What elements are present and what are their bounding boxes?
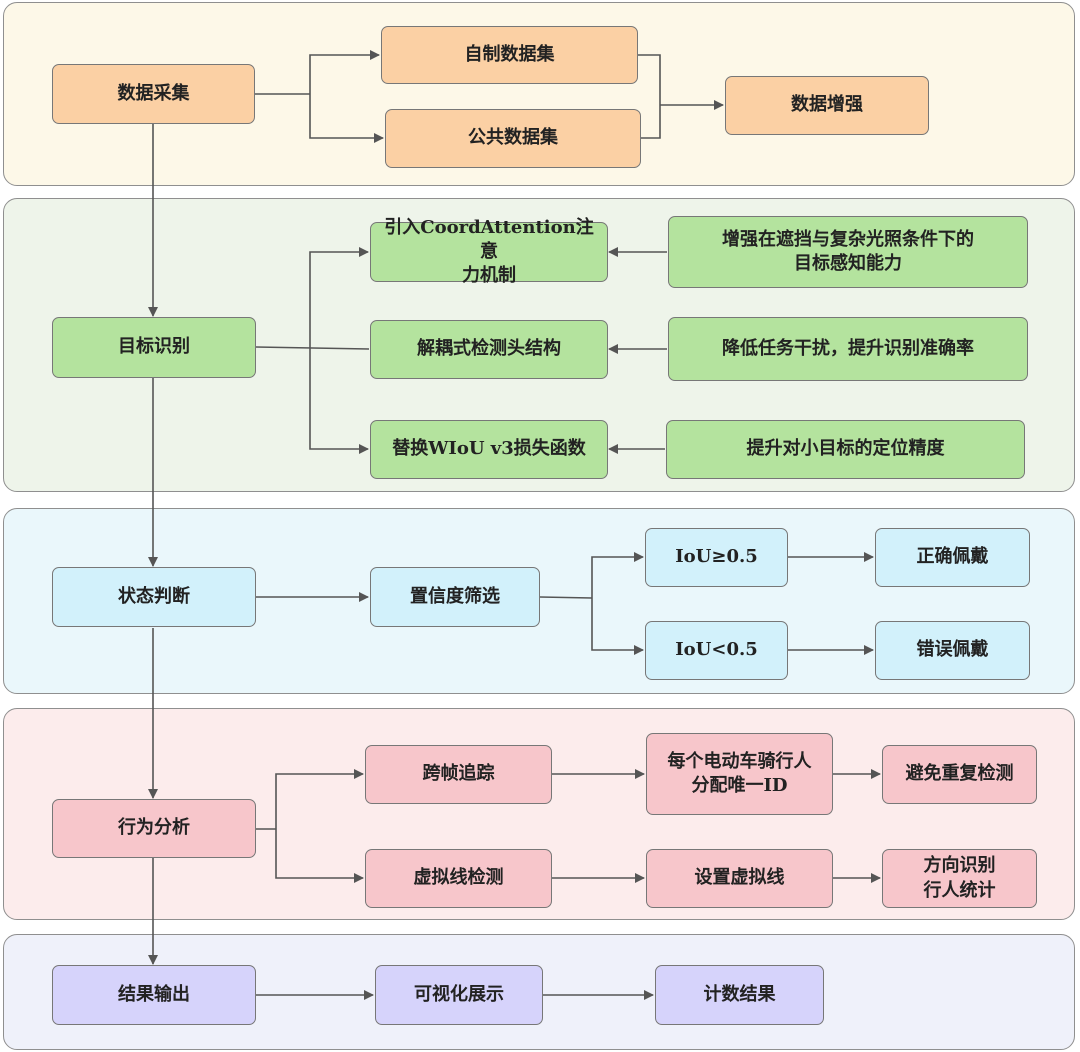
node-wrong-wearing: 错误佩戴 <box>875 621 1030 680</box>
link-to-coord <box>309 247 369 347</box>
node-result-output: 结果输出 <box>52 965 256 1025</box>
node-visualization: 可视化展示 <box>375 965 543 1025</box>
link-to-self-dataset <box>309 50 380 94</box>
node-confidence-filter: 置信度筛选 <box>370 567 540 627</box>
node-correct-wearing: 正确佩戴 <box>875 528 1030 587</box>
node-virtual-line-detection: 虚拟线检测 <box>365 849 552 908</box>
node-object-detection: 目标识别 <box>52 317 256 378</box>
node-set-virtual-line: 设置虚拟线 <box>646 849 833 908</box>
node-unique-id: 每个电动车骑行人 分配唯一ID <box>646 733 833 815</box>
node-decoupled-head: 解耦式检测头结构 <box>370 320 608 379</box>
node-public-dataset: 公共数据集 <box>385 109 641 168</box>
node-avoid-duplicate: 避免重复检测 <box>882 745 1037 804</box>
node-count-result: 计数结果 <box>655 965 824 1025</box>
link-to-iou-low <box>591 598 644 655</box>
node-data-collection: 数据采集 <box>52 64 255 124</box>
node-iou-high: IoU≥0.5 <box>645 528 788 587</box>
link-self-merge <box>638 54 661 139</box>
node-iou-low: IoU<0.5 <box>645 621 788 680</box>
node-self-dataset: 自制数据集 <box>381 26 638 84</box>
node-behavior-analysis: 行为分析 <box>52 799 256 858</box>
link-to-virtual-line <box>275 829 364 883</box>
link-to-tracking <box>275 769 364 829</box>
node-wiou-effect: 提升对小目标的定位精度 <box>666 420 1025 479</box>
node-coord-attention: 引入CoordAttention注意 力机制 <box>370 217 608 286</box>
node-cross-frame-tracking: 跨帧追踪 <box>365 745 552 804</box>
node-decoupled-head-effect: 降低任务干扰，提升识别准确率 <box>668 317 1028 381</box>
node-state-judgment: 状态判断 <box>52 567 256 627</box>
node-coord-attention-effect: 增强在遮挡与复杂光照条件下的 目标感知能力 <box>668 216 1028 288</box>
node-wiou-loss: 替换WIoU v3损失函数 <box>370 420 608 479</box>
link-to-iou-high <box>591 552 644 598</box>
link-to-public-dataset <box>309 94 384 143</box>
node-direction-count: 方向识别 行人统计 <box>882 849 1037 908</box>
link-confidence-branch <box>539 596 593 599</box>
link-to-wiou <box>309 347 369 454</box>
link-detect-main <box>255 346 370 350</box>
node-data-augmentation: 数据增强 <box>725 76 929 135</box>
